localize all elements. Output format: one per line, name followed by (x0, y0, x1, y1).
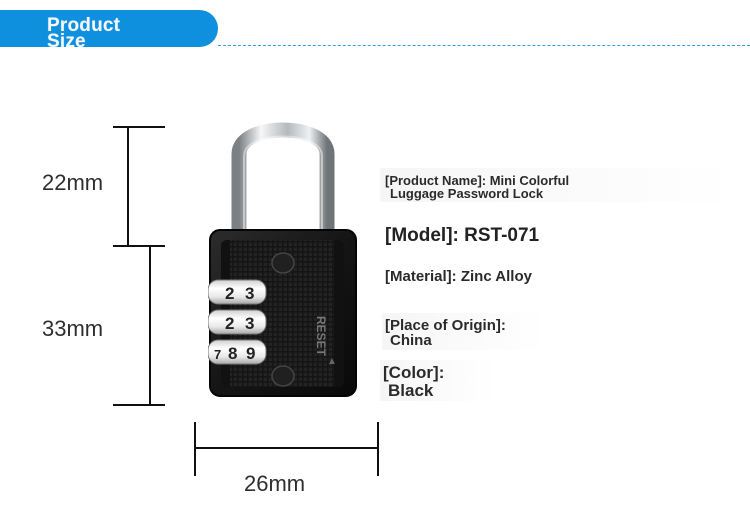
color-line2: Black (388, 381, 434, 400)
svg-text:3: 3 (245, 314, 254, 333)
svg-text:2: 2 (225, 284, 234, 303)
shackle-height-label: 22mm (42, 170, 104, 195)
combination-dial-1[interactable]: 2 3 (208, 279, 267, 305)
combination-dial-2[interactable]: 2 3 (208, 309, 267, 335)
padlock-illustration: RESET ▲ 2 3 2 3 7 8 9 (208, 122, 357, 397)
combination-padlock: RESET ▲ 2 3 2 3 7 8 9 (208, 112, 358, 402)
body-dimension-line (149, 246, 151, 405)
origin-line2: China (390, 332, 432, 349)
product-name-line2: Luggage Password Lock (390, 186, 544, 201)
width-label: 26mm (244, 471, 306, 496)
brand-text: RESET (314, 316, 328, 357)
color-line1: [Color]: (383, 363, 445, 382)
model-spec: [Model]: RST-071 (385, 225, 540, 246)
middle-tick (113, 245, 165, 247)
shackle (231, 122, 335, 240)
material-spec: [Material]: Zinc Alloy (385, 268, 532, 285)
shackle-top-tick (113, 126, 165, 128)
color-spec: [Color]: Black (383, 364, 444, 400)
body-bottom-tick (113, 404, 165, 406)
width-dimension-line (195, 447, 379, 449)
svg-text:7: 7 (214, 347, 221, 362)
width-right-tick (377, 422, 379, 476)
svg-text:9: 9 (246, 344, 255, 363)
product-name-spec: [Product Name]: Mini Colorful Luggage Pa… (385, 174, 569, 200)
combination-dial-3[interactable]: 7 8 9 (208, 339, 267, 365)
origin-line1: [Place of Origin]: (385, 317, 506, 334)
product-size-tab: Product Size (0, 10, 218, 47)
header-title-line2: Size (47, 31, 86, 47)
shackle-dimension-line (127, 127, 129, 246)
svg-text:3: 3 (245, 284, 254, 303)
header-divider (218, 45, 750, 46)
body-height-label: 33mm (42, 316, 104, 341)
width-left-tick (194, 422, 196, 476)
product-size-title: Product Size (47, 15, 197, 47)
product-name-line1: [Product Name]: Mini Colorful (385, 173, 570, 188)
place-of-origin-spec: [Place of Origin]: China (385, 318, 506, 348)
svg-text:2: 2 (225, 314, 234, 333)
svg-text:8: 8 (228, 344, 237, 363)
brand-arrow: ▲ (327, 356, 337, 367)
header-title-line1: Product (47, 15, 121, 36)
